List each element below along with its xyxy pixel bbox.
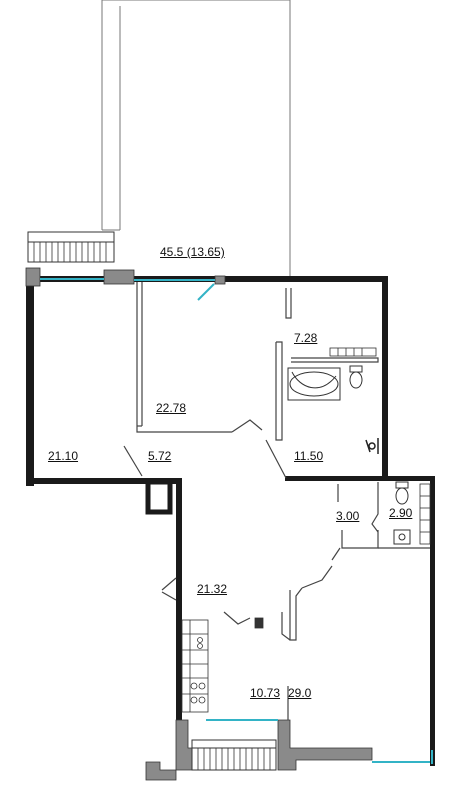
area-label-living: 22.78	[156, 401, 187, 415]
fixture-icon	[365, 438, 379, 454]
area-label-closet: 3.00	[336, 509, 360, 523]
area-label-kitchen: 10.73	[250, 686, 281, 700]
wc-toilet-icon	[395, 481, 409, 505]
wc-shelves-icon	[419, 483, 431, 545]
balcony-railing-top	[27, 231, 115, 263]
area-label-balcony: 45.5 (13.65)	[160, 245, 225, 259]
balcony-railing-bottom	[191, 739, 277, 771]
area-label-hall: 21.32	[197, 582, 228, 596]
interior-partitions	[123, 282, 430, 720]
area-label-corridor: 5.72	[148, 449, 172, 463]
bathtub-icon	[287, 367, 341, 401]
terrace-outline	[101, 0, 291, 276]
kitchen-unit-icon	[181, 619, 209, 713]
toilet-icon	[349, 365, 363, 389]
area-label-room-right: 11.50	[294, 449, 324, 463]
bath-counter-icon	[329, 347, 377, 357]
area-label-bedroom-left: 21.10	[48, 449, 79, 463]
wc-sink-icon	[393, 529, 411, 545]
windows	[40, 278, 433, 764]
area-label-studio: 29.0	[288, 686, 312, 700]
area-label-wc: 2.90	[389, 506, 413, 520]
gray-wall-blocks	[25, 267, 373, 781]
area-label-bath: 7.28	[294, 331, 318, 345]
